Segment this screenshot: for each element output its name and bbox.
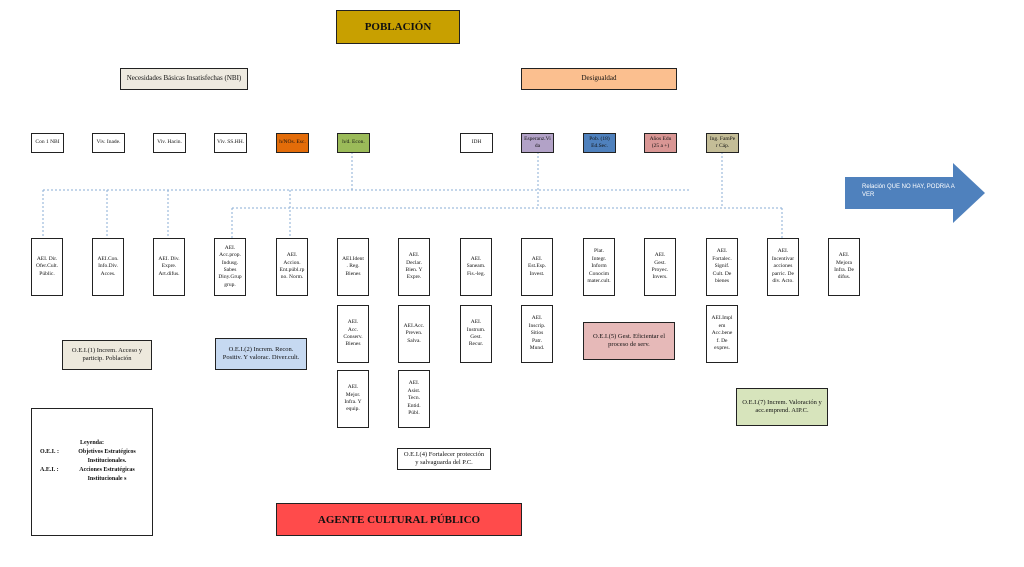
legend-value-oei: Objetivos Estratégicos Institucionales. [78,449,136,464]
des-item-anos-edu: Años Edu (25 a +) [644,133,677,153]
des-item-pob-ed-sec: Pob. (18) Ed.Sec. [583,133,616,153]
aei-box: AEI. Dir. Ofer.Cult. Públic. [31,238,63,296]
oei-4-box: O.E.I.(4) Fortalecer protección y salvag… [397,448,491,470]
aei-box: AEI. Saneam. Fis.-leg. [460,238,492,296]
aei-box: AEI.Con. Info.Div. Acces. [92,238,124,296]
arrow-label: Relación QUE NO HAY, PODRIA A VER [862,184,955,199]
legend-key-aei: A.E.I. : [40,467,59,473]
nbi-item-viv-hacin: Viv. Hacin. [153,133,186,153]
aei-box: AEI. Div. Expre. Art.difus. [153,238,185,296]
aei-box: Plat. Integr. Inform Conocim mater.cult. [583,238,615,296]
oei-5-box: O.E.I.(5) Gest. Eficientar el proceso de… [583,322,675,360]
nbi-item-viv-sshh: Viv. SS.HH. [214,133,247,153]
aei-box: AEI. Fortalec. Signif. Cult. De bienes [706,238,738,296]
nbi-item-viv-inade: Viv. Inade. [92,133,125,153]
aei-box: AEI. Declar. Bien. Y Expre. [398,238,430,296]
legend-box: Leyenda: O.E.I. : Objetivos Estratégicos… [31,408,153,536]
aei-box: AEI.Ident . Reg. Bienes [337,238,369,296]
nbi-item-d-econ: h/d. Econ. [337,133,370,153]
aei-box: AEI. Instrum. Gest. Recur. [460,305,492,363]
title-poblacion: POBLACIÓN [336,10,460,44]
oei-1-box: O.E.I.(1) Increm. Acceso y particip. Pob… [62,340,152,370]
des-item-ing-fam: Ing. FamPe r Cáp. [706,133,739,153]
aei-box: AEI.Acc. Preven. Salva. [398,305,430,363]
aei-box: AEI. Acc. Conserv. Bienes [337,305,369,363]
legend-value-aei: Acciones Estratégicas Institucionale s [79,467,135,482]
aei-box: AEI. Mejor. Infra. Y equip. [337,370,369,428]
aei-box: AEI. Mejora Infra. De difus. [828,238,860,296]
nbi-item-nos-esc: h/NOs. Esc. [276,133,309,153]
legend-title: Leyenda: [80,440,104,446]
aei-box: AEI. Accion. Ent.públ.rp no. Norm. [276,238,308,296]
aei-box: AEI. Acc.prop. Indusg. Sabes Diny.Grup g… [214,238,246,296]
aei-box: AEI. Inscrip. Sitios Patr. Mund. [521,305,553,363]
des-item-esperanza-vida: Esperanz.Vi da [521,133,554,153]
des-item-idh: IDH [460,133,493,153]
aei-box: AEI. Asist. Tecn. Entid. Públ. [398,370,430,428]
nbi-item-con-1-nbi: Con 1 NBI [31,133,64,153]
oei-2-box: O.E.I.(2) Increm. Recon. Positiv. Y valo… [215,338,307,370]
arrow-right-icon [845,163,985,223]
aei-box: AEI. Gest. Proyec. Invers. [644,238,676,296]
aei-box: AEI. Est.Esp. Invest. [521,238,553,296]
oei-7-box: O.E.I.(7) Increm. Valoración y acc.empre… [736,388,828,426]
aei-box: AEI.Impl em Acc.bene f. De expres. [706,305,738,363]
desigualdad-header: Desigualdad [521,68,677,90]
legend-key-oei: O.E.I. : [40,449,60,455]
aei-box: AEI. Incentivar acciones parric. De div.… [767,238,799,296]
title-agente-cultural-publico: AGENTE CULTURAL PÚBLICO [276,503,522,536]
nbi-header: Necesidades Básicas Insatisfechas (NBI) [120,68,248,90]
